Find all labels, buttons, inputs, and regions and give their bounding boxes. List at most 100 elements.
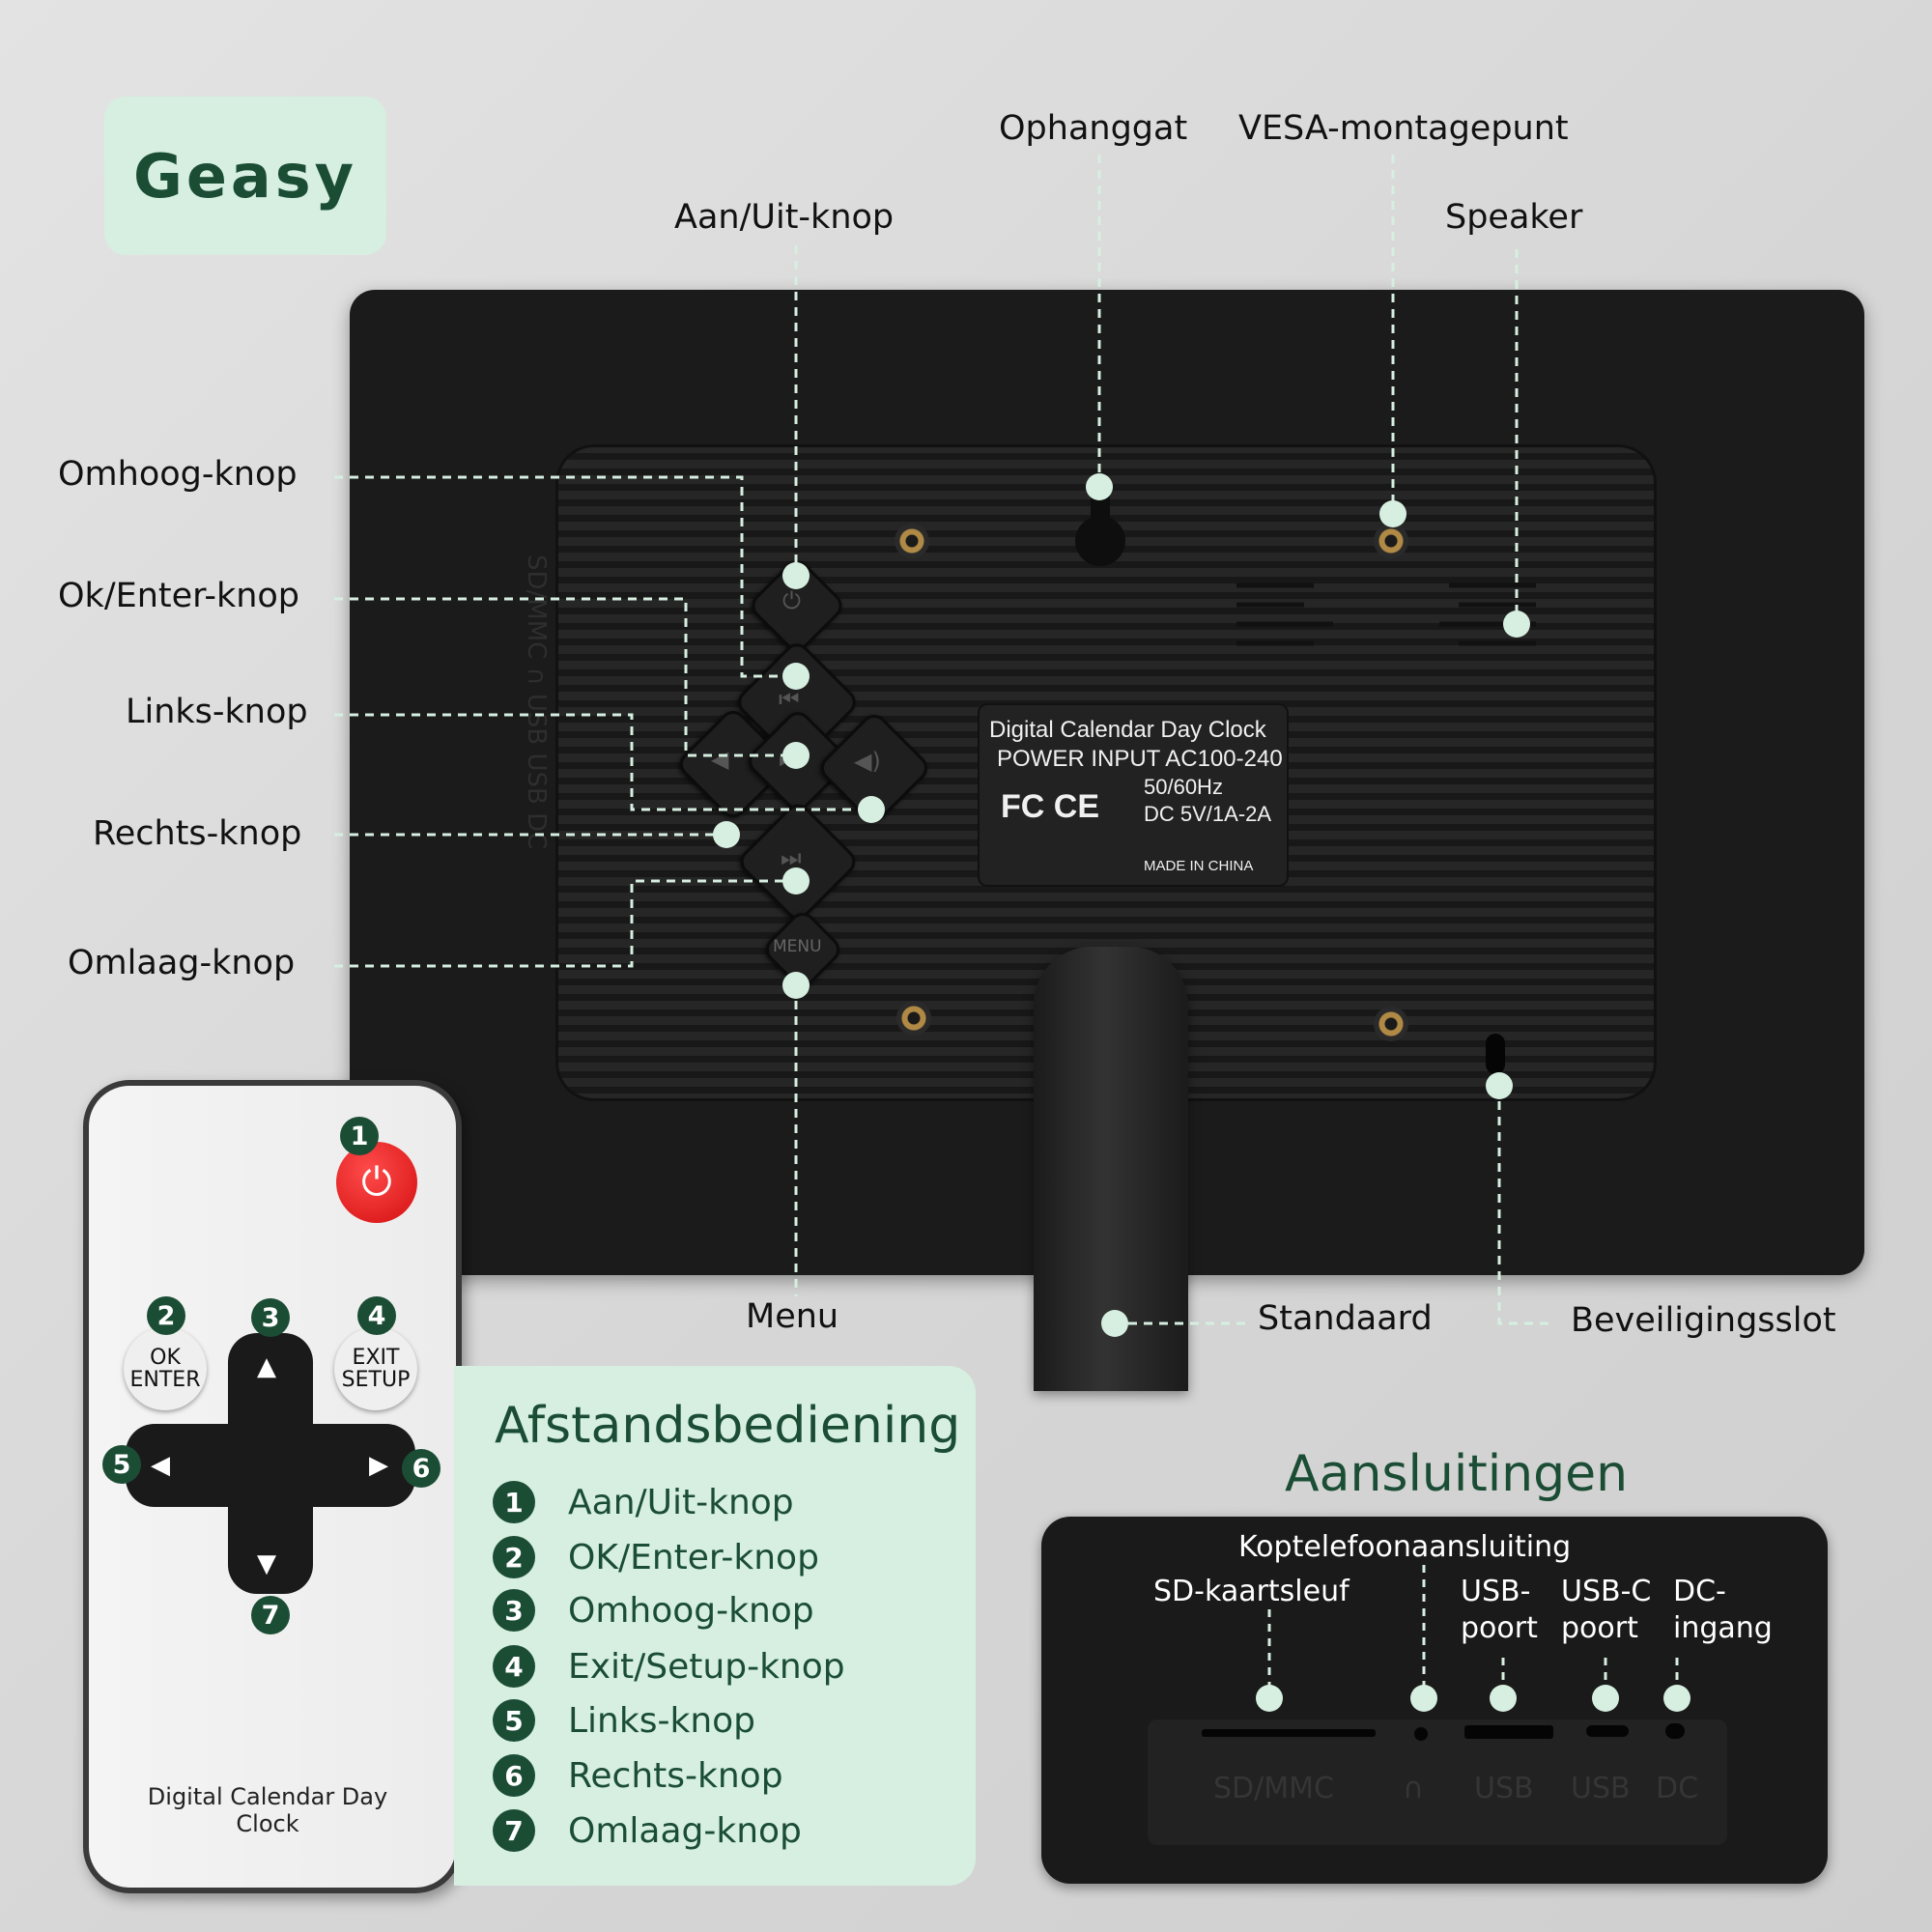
remote-number-3: 3 <box>251 1298 290 1337</box>
exit-line-2: SETUP <box>341 1368 411 1392</box>
previous-icon: ⏮ <box>779 686 800 713</box>
rating-plate <box>978 703 1289 887</box>
callout-dot-right <box>713 821 740 848</box>
callout-dot-lock <box>1486 1072 1513 1099</box>
label-menu: Menu <box>746 1297 839 1336</box>
label-usbc-1: USB-C <box>1561 1575 1652 1608</box>
next-icon: ⏭ <box>781 844 802 871</box>
remote-left-button[interactable]: ◀ <box>151 1451 170 1480</box>
remote-dpad-horizontal <box>126 1424 415 1507</box>
connections-title: Aansluitingen <box>1285 1445 1629 1503</box>
legend-number: 6 <box>493 1754 535 1797</box>
label-stand: Standaard <box>1258 1299 1433 1338</box>
legend-item: 2 OK/Enter-knop <box>493 1535 819 1579</box>
label-up: Omhoog-knop <box>58 455 298 494</box>
remote-number-7: 7 <box>251 1596 290 1634</box>
label-headphone: Koptelefoonaansluiting <box>1238 1530 1572 1564</box>
remote-exit-setup-button[interactable]: EXIT SETUP <box>334 1327 417 1410</box>
power-icon: ⏻ <box>782 587 801 614</box>
label-down: Omlaag-knop <box>68 944 296 982</box>
label-usb-2: poort <box>1461 1611 1538 1645</box>
plate-line-3: 50/60Hz <box>1144 775 1223 799</box>
remote-legend-panel <box>454 1366 976 1886</box>
speaker-grille <box>1236 582 1536 646</box>
label-hanging-hole: Ophanggat <box>999 109 1188 148</box>
legend-item: 6 Rechts-knop <box>493 1753 783 1798</box>
label-security-lock: Beveiligingsslot <box>1571 1301 1836 1340</box>
legend-number: 5 <box>493 1699 535 1742</box>
callout-dot-ok <box>782 742 810 769</box>
label-speaker: Speaker <box>1445 198 1583 237</box>
exit-line-1: EXIT <box>352 1345 400 1370</box>
remote-model-text: Digital Calendar Day Clock <box>147 1783 388 1837</box>
callout-dot-usbc <box>1592 1685 1619 1712</box>
remote-number-1: 1 <box>340 1117 379 1155</box>
volume-icon: ◀) <box>854 748 881 775</box>
label-dc-1: DC- <box>1673 1575 1726 1608</box>
brand-logo: Geasy <box>104 97 386 255</box>
ok-line-1: OK <box>150 1345 181 1370</box>
label-sd-slot: SD-kaartsleuf <box>1153 1575 1350 1608</box>
legend-item: 7 Omlaag-knop <box>493 1808 802 1853</box>
callout-dot-stand <box>1101 1310 1128 1337</box>
remote-ok-enter-button[interactable]: OK ENTER <box>124 1327 207 1410</box>
hanging-hole-icon <box>1075 487 1125 566</box>
plate-origin: MADE IN CHINA <box>1144 858 1254 874</box>
brand-logo-text: Geasy <box>132 140 358 212</box>
left-icon: ◀ <box>711 746 729 773</box>
power-icon: ⏻ <box>361 1160 392 1205</box>
legend-label: Omlaag-knop <box>568 1810 802 1851</box>
callout-dot-up <box>782 663 810 690</box>
legend-item: 3 Omhoog-knop <box>493 1588 814 1633</box>
callout-dot-down <box>782 867 810 895</box>
callout-dot-vesa <box>1379 500 1406 527</box>
certification-marks: FC CE <box>1001 788 1099 825</box>
remote-up-button[interactable]: ▲ <box>257 1352 276 1381</box>
label-left: Links-knop <box>126 693 308 731</box>
callout-dot-left <box>858 796 885 823</box>
remote-right-button[interactable]: ▶ <box>369 1451 388 1480</box>
remote-power-button[interactable]: ⏻ <box>336 1142 417 1223</box>
plate-line-2: POWER INPUT AC100-240 <box>997 746 1283 772</box>
legend-label: Aan/Uit-knop <box>568 1482 794 1522</box>
vesa-screw-bottom-left <box>896 1001 931 1036</box>
label-power: Aan/Uit-knop <box>674 198 895 237</box>
callout-dot-menu <box>782 972 810 999</box>
legend-number: 4 <box>493 1645 535 1688</box>
menu-key-text: MENU <box>773 937 822 956</box>
remote-down-button[interactable]: ▼ <box>257 1549 276 1578</box>
headphone-jack <box>1414 1727 1428 1741</box>
remote-number-2: 2 <box>147 1296 185 1335</box>
label-dc-2: ingang <box>1673 1611 1773 1645</box>
legend-label: OK/Enter-knop <box>568 1537 819 1577</box>
port-text-dc: DC <box>1656 1772 1699 1805</box>
legend-label: Exit/Setup-knop <box>568 1646 845 1687</box>
callout-dot-hanging-hole <box>1086 473 1113 500</box>
callout-dot-usb <box>1490 1685 1517 1712</box>
security-lock-slot <box>1486 1034 1505 1074</box>
remote-number-6: 6 <box>402 1449 440 1488</box>
legend-number: 3 <box>493 1589 535 1632</box>
sd-slot <box>1202 1729 1376 1737</box>
legend-item: 4 Exit/Setup-knop <box>493 1644 845 1689</box>
callout-dot-dc <box>1663 1685 1690 1712</box>
remote-number-4: 4 <box>357 1296 396 1335</box>
legend-label: Omhoog-knop <box>568 1590 814 1631</box>
label-right: Rechts-knop <box>93 814 302 853</box>
legend-title: Afstandsbediening <box>495 1397 961 1455</box>
vesa-screw-top-left <box>895 524 929 558</box>
remote-number-5: 5 <box>102 1445 141 1484</box>
usb-port <box>1464 1725 1553 1739</box>
plate-line-1: Digital Calendar Day Clock <box>989 717 1266 743</box>
port-text-usb: USB <box>1474 1772 1534 1805</box>
port-strip <box>1148 1719 1727 1845</box>
vesa-screw-top-right <box>1374 524 1408 558</box>
label-usb-1: USB- <box>1461 1575 1531 1608</box>
callout-dot-sd <box>1256 1685 1283 1712</box>
legend-item: 1 Aan/Uit-knop <box>493 1480 794 1524</box>
legend-number: 7 <box>493 1809 535 1852</box>
legend-item: 5 Links-knop <box>493 1698 755 1743</box>
usbc-port <box>1586 1725 1629 1737</box>
